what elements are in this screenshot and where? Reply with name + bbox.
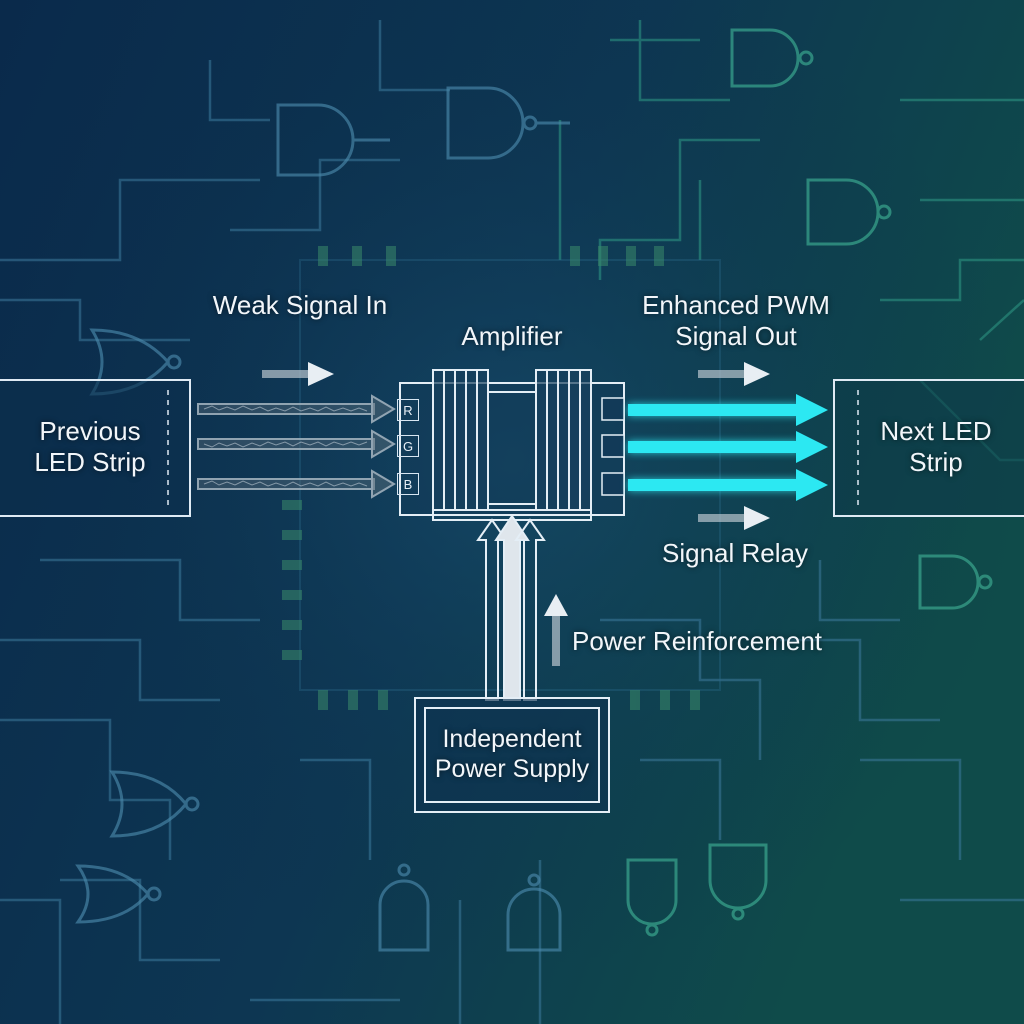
next-strip-box: [833, 379, 1024, 517]
channel-b-pin: B: [397, 473, 419, 495]
amplifier-module: [399, 369, 625, 521]
and-gate-icon: [276, 103, 390, 177]
enhanced-output-arrows: [628, 394, 828, 501]
signal-relay-arrow-icon: [698, 506, 770, 530]
weak-signal-label: Weak Signal In: [212, 290, 388, 320]
previous-strip-label: Previous LED Strip: [34, 416, 146, 477]
previous-strip-box: [0, 379, 191, 517]
nor-gate-icon-2: [109, 770, 200, 838]
background-traces: [0, 20, 1024, 1024]
nand-gate-icon-6: [708, 843, 768, 921]
nand-gate-icon: [446, 86, 570, 160]
power-reinforcement-arrow-icon: [544, 594, 568, 666]
nand-gate-icon-3: [806, 178, 892, 246]
heatsink-fins-icon: [432, 369, 592, 521]
nor-gate-icon-3: [75, 864, 162, 924]
and-gate-icon-2: [378, 863, 430, 952]
amplifier-label: Amplifier: [461, 321, 563, 351]
enhanced-signal-arrow-icon: [698, 362, 770, 386]
weak-signal-arrow-icon: [262, 362, 334, 386]
power-arrows: [476, 514, 546, 701]
nand-gate-icon-4: [918, 554, 993, 610]
power-reinforcement-label: Power Reinforcement: [572, 626, 822, 656]
background-traces-green: [558, 20, 1024, 462]
nand-gate-icon-2: [730, 28, 814, 88]
nand-gate-icon-5: [626, 858, 678, 937]
logic-gates-green: [626, 28, 993, 937]
power-supply-box: [414, 697, 610, 813]
signal-relay-label: Signal Relay: [662, 538, 808, 568]
and-gate-icon-3: [506, 873, 562, 952]
channel-g-pin: G: [397, 435, 419, 457]
channel-r-pin: R: [397, 399, 419, 421]
weak-signal-arrows: [197, 394, 396, 499]
direction-arrows: [262, 362, 770, 666]
power-supply-label: Independent Power Supply: [434, 725, 590, 783]
next-strip-label: Next LED Strip: [880, 416, 992, 477]
enhanced-signal-label: Enhanced PWM Signal Out: [642, 290, 830, 351]
logic-gates: [75, 86, 570, 952]
